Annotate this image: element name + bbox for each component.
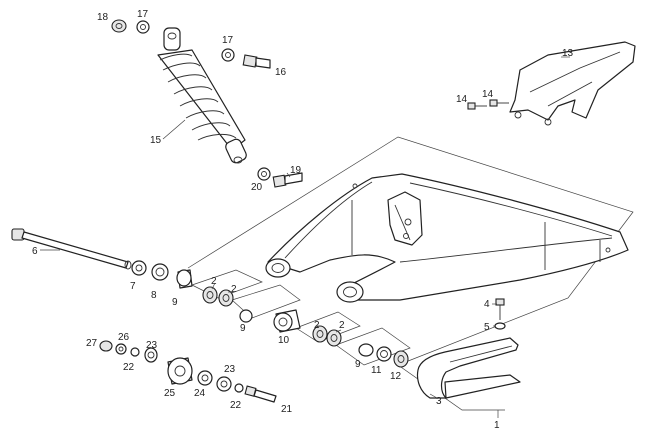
nut-27[interactable] <box>99 340 113 352</box>
callout-14-a: 14 <box>456 94 468 105</box>
bolt-21[interactable] <box>244 385 277 403</box>
callout-1: 1 <box>494 420 500 431</box>
callout-labels: 1 2 2 2 2 3 4 5 6 7 8 9 9 9 10 11 12 13 … <box>32 9 574 431</box>
callout-7: 7 <box>130 281 136 292</box>
callout-21: 21 <box>281 404 293 415</box>
pivot-bearing-a[interactable] <box>202 286 218 304</box>
callout-23-b: 23 <box>224 364 236 375</box>
seal-11[interactable] <box>376 346 392 362</box>
bearing-group-chain <box>335 327 411 366</box>
swingarm-pivot-shaft[interactable] <box>11 228 132 270</box>
callout-9-a: 9 <box>172 297 178 308</box>
callout-5: 5 <box>484 322 490 333</box>
callout-22-b: 22 <box>230 400 242 411</box>
chain-guard-screw-b[interactable] <box>489 99 509 107</box>
leader-lines <box>40 56 570 399</box>
pivot-bearing-b[interactable] <box>218 289 234 307</box>
pivot-spacer[interactable] <box>151 263 169 281</box>
pivot-bearing-c[interactable] <box>312 325 328 343</box>
callout-3: 3 <box>436 396 442 407</box>
callout-9-b: 9 <box>240 323 246 334</box>
shock-nut[interactable] <box>111 19 127 33</box>
callout-24: 24 <box>194 388 206 399</box>
callout-23-a: 23 <box>146 340 158 351</box>
callout-15: 15 <box>150 135 162 146</box>
bushing-23-lower[interactable] <box>216 376 232 392</box>
bearing-12[interactable] <box>393 350 409 368</box>
callout-9-c: 9 <box>355 359 361 370</box>
pivot-washer[interactable] <box>131 260 147 276</box>
chain-guard-screw-a[interactable] <box>467 102 487 110</box>
pivot-bearing-d[interactable] <box>326 329 342 347</box>
bushing-9-right[interactable] <box>358 343 374 357</box>
rear-shock-absorber[interactable] <box>157 27 248 164</box>
bearing-group-right <box>295 311 361 343</box>
callout-17-b: 17 <box>222 35 234 46</box>
callout-2-d: 2 <box>339 320 345 331</box>
callout-4: 4 <box>484 299 490 310</box>
callout-2-b: 2 <box>231 284 237 295</box>
pivot-bushing-left[interactable] <box>176 269 193 289</box>
washer-26[interactable] <box>115 343 127 355</box>
chain-guard[interactable] <box>509 41 636 126</box>
callout-16: 16 <box>275 67 287 78</box>
callout-14-b: 14 <box>482 89 494 100</box>
callout-6: 6 <box>32 246 38 257</box>
callout-13: 13 <box>562 48 574 59</box>
swingarm[interactable] <box>265 173 629 303</box>
spacer-24[interactable] <box>197 370 213 386</box>
callout-12: 12 <box>390 371 402 382</box>
chain-slider-screw[interactable] <box>495 298 505 320</box>
callout-2-a: 2 <box>211 276 217 287</box>
sleeve-25[interactable] <box>167 357 193 385</box>
assembly-outline <box>187 136 634 411</box>
callout-19: 19 <box>290 165 302 176</box>
callout-11: 11 <box>371 365 382 376</box>
washer-22-lower[interactable] <box>234 383 244 393</box>
callout-20: 20 <box>251 182 263 193</box>
callout-17-a: 17 <box>137 9 149 20</box>
bushing-23-upper[interactable] <box>144 347 158 363</box>
callout-27: 27 <box>86 338 98 349</box>
chain-slider-washer[interactable] <box>494 322 506 330</box>
sleeve-10[interactable] <box>273 309 301 333</box>
shock-lower-washer[interactable] <box>257 167 271 181</box>
callout-8: 8 <box>151 290 157 301</box>
callout-18: 18 <box>97 12 109 23</box>
callout-2-c: 2 <box>314 320 320 331</box>
shock-washer-mid[interactable] <box>221 48 235 62</box>
washer-22-upper[interactable] <box>130 347 140 357</box>
callout-26: 26 <box>118 332 130 343</box>
callout-22-a: 22 <box>123 362 135 373</box>
callout-10: 10 <box>278 335 290 346</box>
bushing-9-center[interactable] <box>239 309 253 323</box>
shock-washer-upper[interactable] <box>136 20 150 34</box>
callout-25: 25 <box>164 388 176 399</box>
chain-slider[interactable] <box>416 337 521 399</box>
shock-upper-bolt[interactable] <box>242 54 271 69</box>
